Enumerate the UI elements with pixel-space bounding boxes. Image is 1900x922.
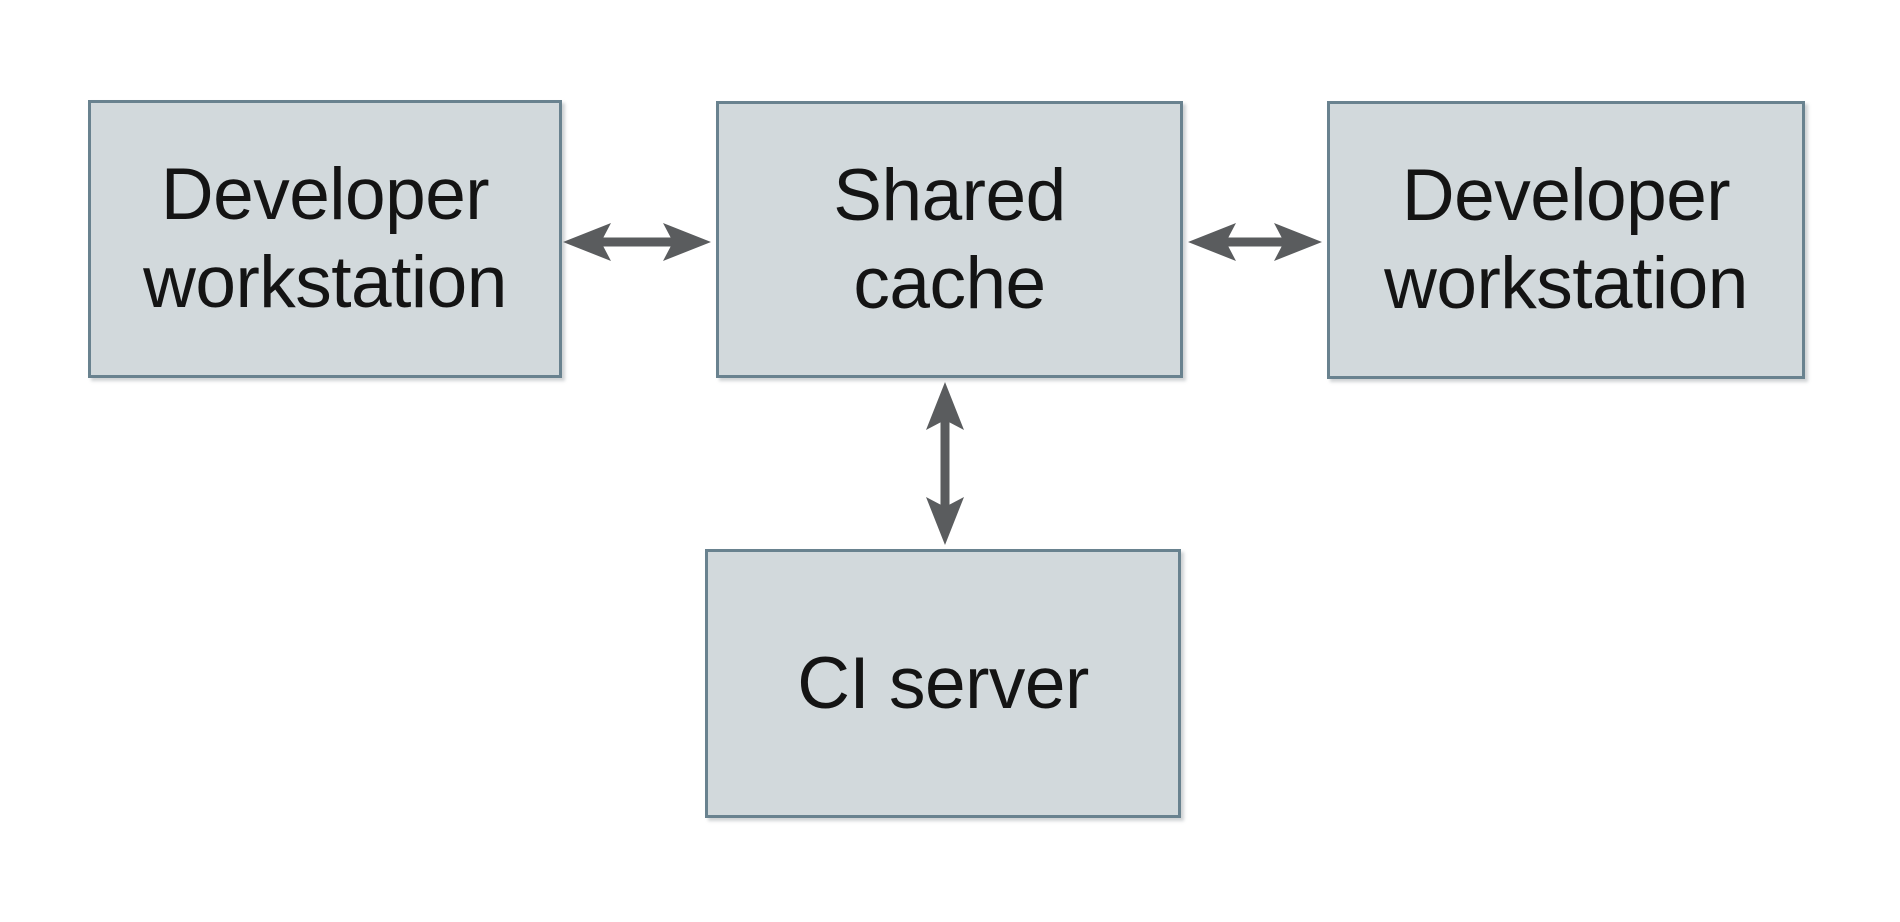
node-label-line: workstation <box>1384 243 1748 324</box>
node-ci-server: CI server <box>705 549 1181 818</box>
node-label-line: Developer <box>160 154 490 236</box>
node-shared-cache: Shared cache <box>716 101 1183 378</box>
node-label-line: Developer <box>1401 155 1731 237</box>
node-developer-workstation-left: Developer workstation <box>88 100 562 378</box>
node-label-line: cache <box>853 242 1046 324</box>
bidirectional-arrow-left-cache-icon <box>563 223 711 261</box>
bidirectional-arrow-cache-ci-icon <box>926 382 964 545</box>
node-label-line: Shared <box>833 154 1066 236</box>
node-label-line: workstation <box>143 242 507 323</box>
node-label-line: CI server <box>797 642 1089 724</box>
bidirectional-arrow-cache-right-icon <box>1188 223 1322 261</box>
node-developer-workstation-right: Developer workstation <box>1327 101 1805 379</box>
